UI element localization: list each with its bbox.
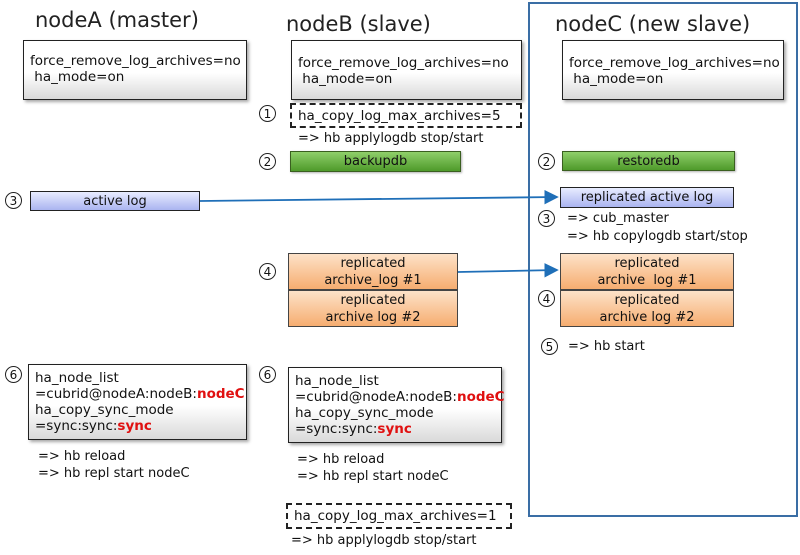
step-6-marker-nodeA: 6 [5,366,22,383]
nodeB-archive-log-2: replicated archive log #2 [288,290,458,327]
nodeC-config-box: force_remove_log_archives=no ha_mode=on [562,40,784,100]
nodeB-max-archives-5-box: ha_copy_log_max_archives=5 [290,103,522,128]
nodeB-applylogdb-cmd-1: => hb applylogdb stop/start [298,131,484,146]
nodeA-node-list-l2-highlight: nodeC [196,386,245,402]
nodeB-config-box: force_remove_log_archives=no ha_mode=on [291,40,522,100]
nodeC-archive-2-line-2: archive log #2 [599,310,695,325]
nodeB-node-list-l4: =sync:sync:sync [295,421,495,437]
active-log-box: active log [30,191,200,211]
nodeC-config-line-2: ha_mode=on [569,71,664,87]
nodeB-node-list-l2-prefix: =cubrid@nodeA:nodeB: [295,389,457,405]
nodeC-copylogdb-cmd: => hb copylogdb start/stop [567,229,748,244]
nodeB-archive-2-line-1: replicated [340,293,406,308]
nodeC-config-line-1: force_remove_log_archives=no [569,55,780,71]
nodeB-node-list-l3: ha_copy_sync_mode [295,405,434,421]
nodeC-archive-1-line-1: replicated [614,256,680,271]
step-1-marker-nodeB: 1 [259,105,276,122]
restoredb-box: restoredb [562,151,735,171]
nodeC-archive-2-line-1: replicated [614,293,680,308]
nodeB-hb-reload-cmd: => hb reload [297,452,385,467]
nodeC-hb-start-cmd: => hb start [568,339,645,354]
nodeB-hb-repl-start-cmd: => hb repl start nodeC [297,469,449,484]
step-2-marker-nodeB: 2 [259,153,276,170]
nodeB-node-list-l2: =cubrid@nodeA:nodeB:nodeC [295,389,505,405]
nodeB-node-list-l1: ha_node_list [295,373,379,389]
nodeB-node-list-box: ha_node_list =cubrid@nodeA:nodeB:nodeC h… [288,367,505,443]
nodeA-node-list-l4: =sync:sync:sync [35,418,240,434]
nodeA-title: nodeA (master) [35,8,199,32]
nodeA-node-list-l1: ha_node_list [35,370,119,386]
nodeC-frame [528,2,798,517]
step-2-marker-nodeC: 2 [538,153,555,170]
nodeA-config-line-1: force_remove_log_archives=no [30,53,241,69]
nodeB-node-list-l4-highlight: sync [377,421,412,437]
nodeA-hb-reload-cmd: => hb reload [38,449,126,464]
step-4-marker-nodeC: 4 [538,290,555,307]
nodeB-node-list-l4-prefix: =sync:sync: [295,421,378,437]
nodeB-node-list-l2-highlight: nodeC [456,389,505,405]
nodeB-config-line-1: force_remove_log_archives=no [298,55,509,71]
nodeA-node-list-l4-prefix: =sync:sync: [35,418,118,434]
nodeA-node-list-l2: =cubrid@nodeA:nodeB:nodeC [35,386,245,402]
nodeA-config-line-2: ha_mode=on [30,69,125,85]
backupdb-box: backupdb [290,151,461,172]
nodeB-archive-1-line-1: replicated [340,256,406,271]
nodeB-archive-log-1: replicated archive_log #1 [288,253,458,290]
step-3-marker-nodeA: 3 [5,192,22,209]
active-log-replication-arrow [199,189,559,205]
nodeB-applylogdb-cmd-2: => hb applylogdb stop/start [291,533,477,548]
nodeC-archive-log-1: replicated archive log #1 [560,253,734,290]
replicated-active-log-box: replicated active log [560,187,734,208]
nodeB-title: nodeB (slave) [286,12,431,36]
nodeA-node-list-l2-prefix: =cubrid@nodeA:nodeB: [35,386,197,402]
nodeC-archive-log-2: replicated archive log #2 [560,290,734,327]
nodeB-config-line-2: ha_mode=on [298,71,393,87]
nodeC-archive-1-line-2: archive log #1 [597,273,697,288]
nodeA-node-list-l4-highlight: sync [117,418,152,434]
nodeC-cub-master-cmd: => cub_master [567,211,669,226]
step-6-marker-nodeB: 6 [259,366,276,383]
step-5-marker-nodeC: 5 [541,338,558,355]
nodeA-hb-repl-start-cmd: => hb repl start nodeC [38,466,190,481]
nodeB-archive-2-line-2: archive log #2 [325,310,421,325]
nodeB-archive-1-line-2: archive_log #1 [324,273,422,288]
nodeA-node-list-l3: ha_copy_sync_mode [35,402,174,418]
nodeC-title: nodeC (new slave) [555,12,751,36]
step-4-marker-nodeB: 4 [259,263,276,280]
step-3-marker-nodeC: 3 [538,210,555,227]
nodeA-config-box: force_remove_log_archives=no ha_mode=on [23,40,247,100]
nodeA-node-list-box: ha_node_list =cubrid@nodeA:nodeB:nodeC h… [28,364,247,440]
nodeB-max-archives-1-box: ha_copy_log_max_archives=1 [286,503,512,529]
